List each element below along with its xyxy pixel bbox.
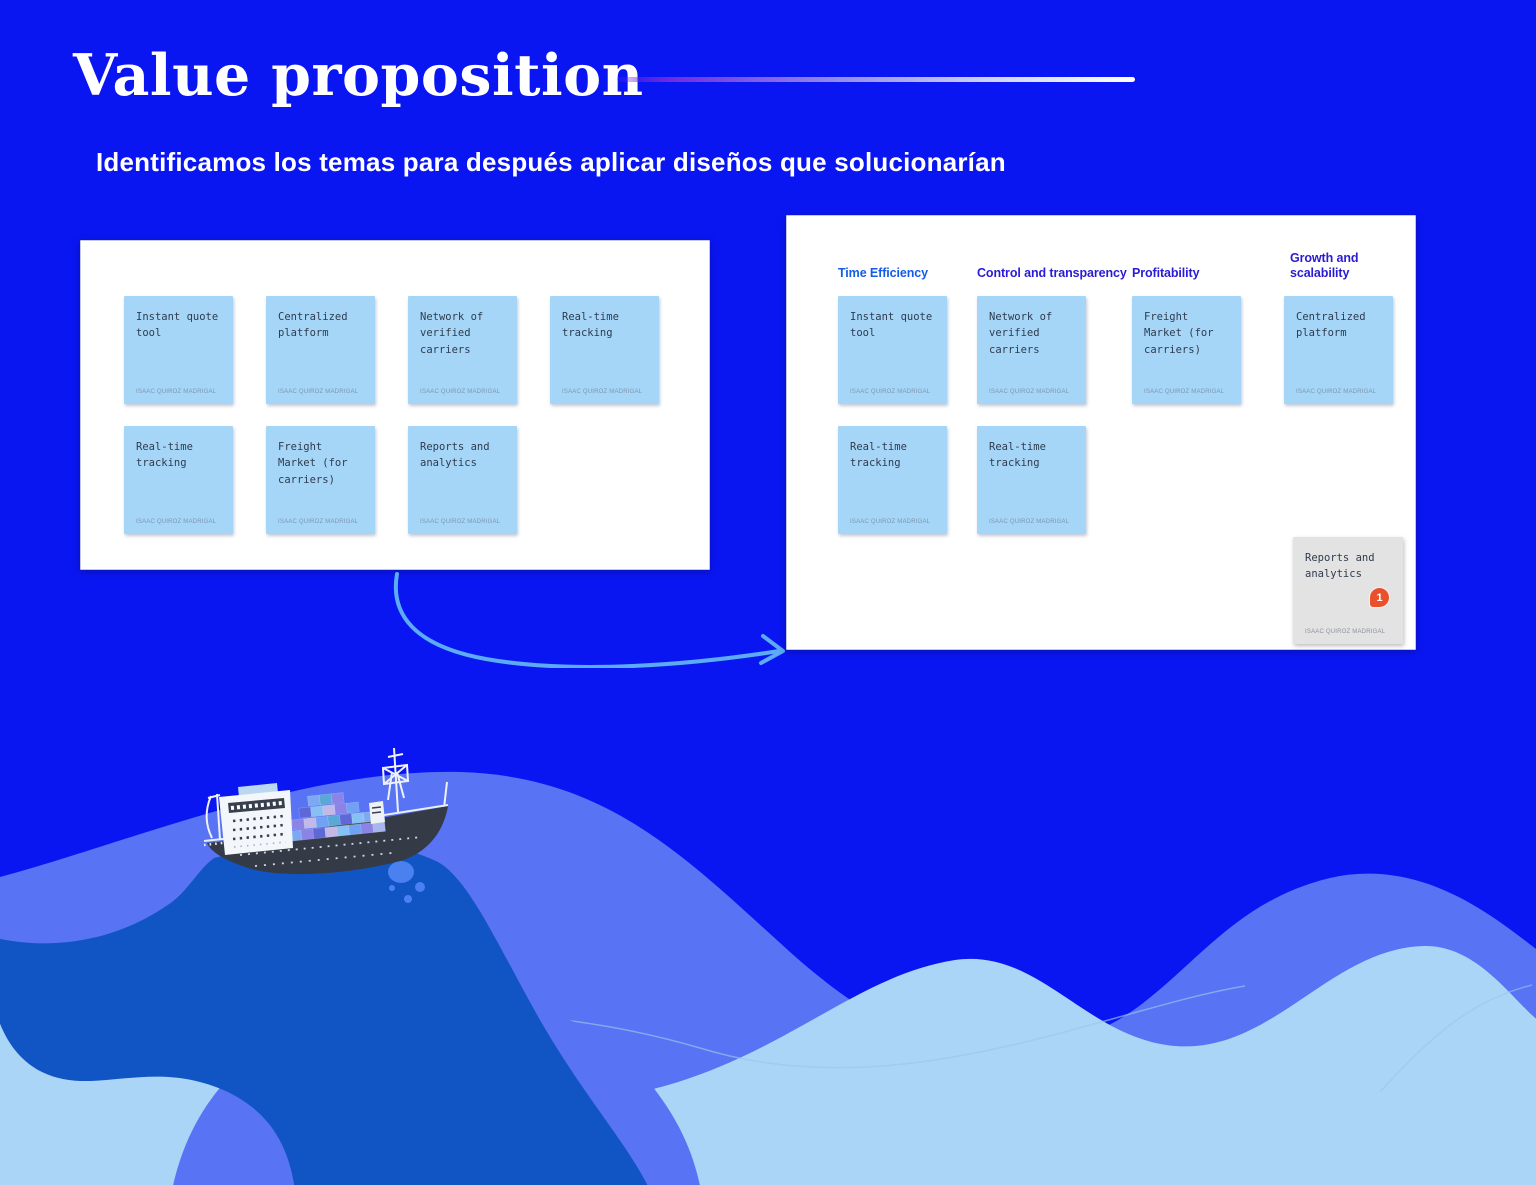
sticky-note-author: ISAAC QUIROZ MADRIGAL <box>136 519 217 525</box>
sticky-note-author: ISAAC QUIROZ MADRIGAL <box>420 519 501 525</box>
sticky-note-author: ISAAC QUIROZ MADRIGAL <box>420 389 501 395</box>
category-column-profitability: Profitability Freight Market (for carrie… <box>1132 216 1241 534</box>
sticky-note-author: ISAAC QUIROZ MADRIGAL <box>136 389 217 395</box>
page-subtitle: Identificamos los temas para después apl… <box>96 147 1006 177</box>
notes-grid: Instant quote tool ISAAC QUIROZ MADRIGAL… <box>124 296 684 534</box>
sticky-note[interactable]: Network of verified carriers ISAAC QUIRO… <box>408 296 517 404</box>
ship-hull <box>207 806 448 875</box>
sticky-note-text: Reports and analytics <box>420 441 490 470</box>
sticky-note-text: Real-time tracking <box>562 311 619 340</box>
sticky-note-unassigned[interactable]: Reports and analytics 1 ISAAC QUIROZ MAD… <box>1293 537 1403 644</box>
category-column-growth-scalability: Growth and scalability Centralized platf… <box>1284 216 1393 534</box>
sticky-note-author: ISAAC QUIROZ MADRIGAL <box>1305 629 1386 635</box>
containers <box>288 792 386 842</box>
sticky-note[interactable]: Freight Market (for carriers) ISAAC QUIR… <box>266 426 375 534</box>
category-label: Growth and scalability <box>1290 251 1359 280</box>
sticky-note[interactable]: Instant quote tool ISAAC QUIROZ MADRIGAL <box>838 296 947 404</box>
sticky-note-text: Instant quote tool <box>850 311 933 340</box>
category-columns: Time Efficiency Instant quote tool ISAAC… <box>838 216 1393 534</box>
category-label: Time Efficiency <box>838 265 928 280</box>
sticky-note-author: ISAAC QUIROZ MADRIGAL <box>850 519 931 525</box>
sticky-note[interactable]: Real-time tracking ISAAC QUIROZ MADRIGAL <box>838 426 947 534</box>
sticky-note[interactable]: Network of verified carriers ISAAC QUIRO… <box>977 296 1086 404</box>
sticky-note-author: ISAAC QUIROZ MADRIGAL <box>1296 389 1377 395</box>
sticky-note[interactable]: Real-time tracking ISAAC QUIROZ MADRIGAL <box>550 296 659 404</box>
sticky-note-text: Centralized platform <box>1296 311 1366 340</box>
comment-badge[interactable]: 1 <box>1369 587 1390 608</box>
sticky-note-text: Instant quote tool <box>136 311 219 340</box>
arrow-head-icon <box>759 634 785 665</box>
wave-dark <box>0 841 648 1185</box>
sticky-note-text: Real-time tracking <box>989 441 1046 470</box>
category-column-time-efficiency: Time Efficiency Instant quote tool ISAAC… <box>838 216 947 534</box>
sticky-note[interactable]: Real-time tracking ISAAC QUIROZ MADRIGAL <box>124 426 233 534</box>
deckhouse <box>369 801 385 824</box>
sticky-note-author: ISAAC QUIROZ MADRIGAL <box>989 519 1070 525</box>
sticky-note[interactable]: Freight Market (for carriers) ISAAC QUIR… <box>1132 296 1241 404</box>
sticky-note-text: Reports and analytics <box>1305 552 1375 581</box>
sticky-note[interactable]: Reports and analytics ISAAC QUIROZ MADRI… <box>408 426 517 534</box>
sticky-note-text: Real-time tracking <box>850 441 907 470</box>
sticky-note[interactable]: Centralized platform ISAAC QUIROZ MADRIG… <box>1284 296 1393 404</box>
sticky-note[interactable]: Real-time tracking ISAAC QUIROZ MADRIGAL <box>977 426 1086 534</box>
sticky-note-author: ISAAC QUIROZ MADRIGAL <box>989 389 1070 395</box>
davits <box>205 793 221 841</box>
board-categorized: Time Efficiency Instant quote tool ISAAC… <box>786 215 1416 650</box>
cargo-ship-illustration <box>203 747 449 875</box>
sticky-note-text: Freight Market (for carriers) <box>1144 311 1214 356</box>
sticky-note-author: ISAAC QUIROZ MADRIGAL <box>1144 389 1225 395</box>
flow-arrow <box>386 566 798 669</box>
sticky-note-text: Centralized platform <box>278 311 348 340</box>
sticky-note-text: Real-time tracking <box>136 441 193 470</box>
category-column-control-transparency: Control and transparency Network of veri… <box>977 216 1127 534</box>
arrow-line <box>393 572 781 669</box>
wave-detail-line <box>1379 984 1533 1093</box>
sticky-note-text: Network of verified carriers <box>420 311 484 356</box>
sticky-note-author: ISAAC QUIROZ MADRIGAL <box>562 389 643 395</box>
category-label: Control and transparency <box>977 265 1127 280</box>
splash <box>388 861 425 903</box>
gradient-divider <box>617 77 1135 82</box>
sticky-note-text: Freight Market (for carriers) <box>278 441 348 486</box>
sticky-note-text: Network of verified carriers <box>989 311 1053 356</box>
sticky-note[interactable]: Instant quote tool ISAAC QUIROZ MADRIGAL <box>124 296 233 404</box>
crows-nest <box>381 763 410 786</box>
ship-bridge <box>219 783 293 855</box>
sticky-note-author: ISAAC QUIROZ MADRIGAL <box>850 389 931 395</box>
category-label: Profitability <box>1132 265 1200 280</box>
sticky-note[interactable]: Centralized platform ISAAC QUIROZ MADRIG… <box>266 296 375 404</box>
sticky-note-author: ISAAC QUIROZ MADRIGAL <box>278 519 359 525</box>
page-title: Value proposition <box>73 42 644 109</box>
sticky-note-author: ISAAC QUIROZ MADRIGAL <box>278 389 359 395</box>
board-uncategorized: Instant quote tool ISAAC QUIROZ MADRIGAL… <box>80 240 710 570</box>
